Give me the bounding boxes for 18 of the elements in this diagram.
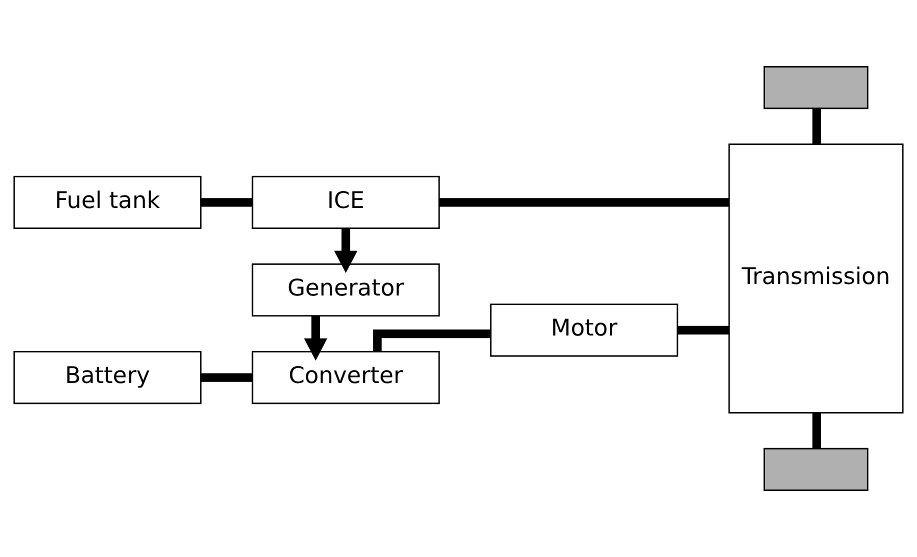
connector [812, 108, 821, 144]
node-box: Motor [490, 304, 678, 357]
arrow [304, 316, 328, 361]
connector [201, 198, 252, 207]
node-box: Battery [13, 351, 202, 404]
node-box: Converter [252, 351, 440, 404]
connector [812, 413, 821, 448]
node-box: ICE [252, 176, 440, 229]
arrow [334, 228, 358, 273]
node-box: Generator [252, 263, 440, 317]
connector [373, 329, 490, 352]
node-box [764, 66, 868, 110]
connector [678, 326, 730, 334]
connector [439, 198, 730, 207]
node-box: Transmission [728, 144, 904, 414]
node-box [764, 448, 868, 491]
node-box: Fuel tank [13, 176, 202, 229]
connector [201, 373, 252, 382]
